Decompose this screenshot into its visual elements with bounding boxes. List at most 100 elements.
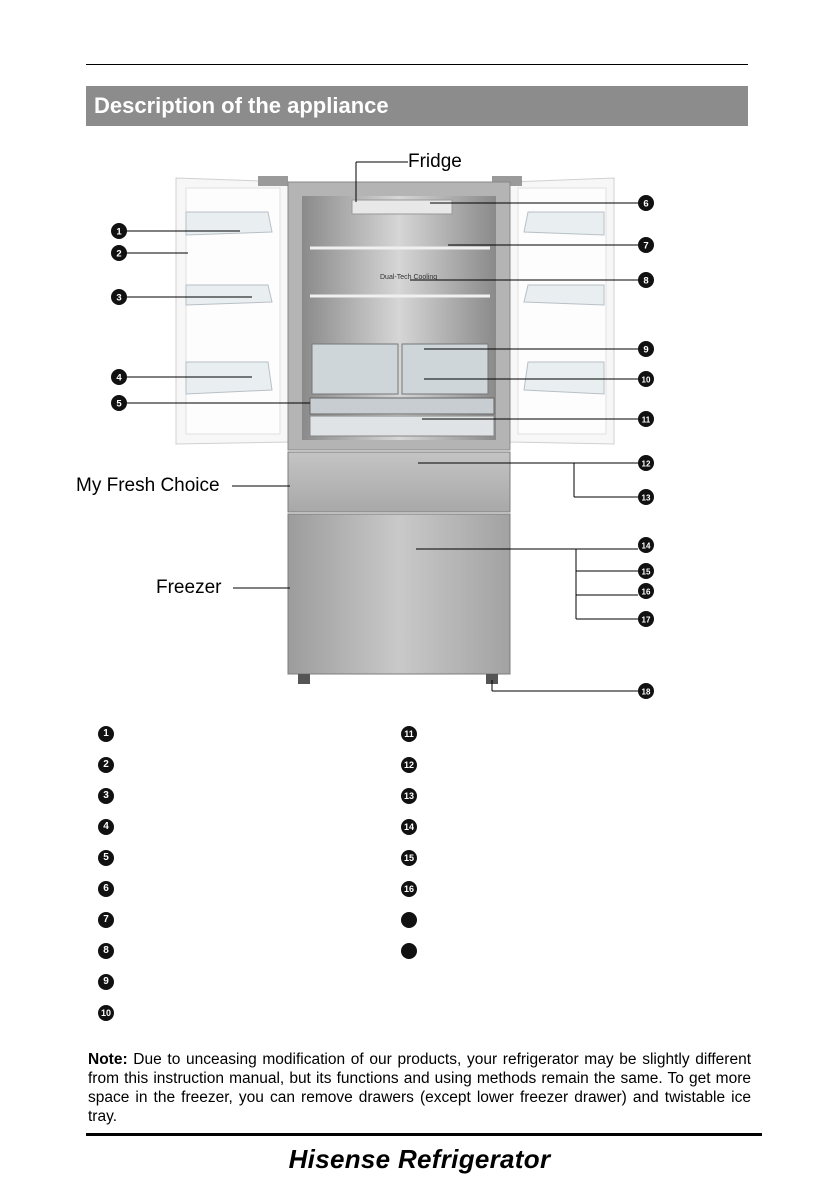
crisper-left <box>312 344 398 394</box>
callout-12: 12 <box>638 455 654 471</box>
legend-item: 11 <box>401 724 427 744</box>
svg-text:17: 17 <box>642 616 651 625</box>
section-title: Description of the appliance <box>94 93 389 118</box>
legend-number-badge: 11 <box>401 726 417 742</box>
legend-item: 5 <box>98 848 124 868</box>
callout-6: 6 <box>638 195 654 211</box>
legend-number-badge: 10 <box>98 1005 114 1021</box>
appliance-figure: Dual-Tech Cooling <box>0 140 839 715</box>
svg-text:15: 15 <box>642 568 651 577</box>
door-bin-4 <box>524 212 604 235</box>
legend-number-badge: 6 <box>98 881 114 897</box>
svg-text:16: 16 <box>642 588 651 597</box>
callout-18: 18 <box>638 683 654 699</box>
freezer-drawer <box>288 514 510 674</box>
svg-text:2: 2 <box>116 249 121 260</box>
door-bin-5 <box>524 285 604 305</box>
callout-16: 16 <box>638 583 654 599</box>
legend-item: 14 <box>401 817 427 837</box>
parts-legend: 1 2 3 4 5 6 7 8 9 10 11 12 13 14 15 16 <box>0 724 839 1024</box>
svg-text:4: 4 <box>116 373 122 384</box>
fridge-cabinet: Dual-Tech Cooling <box>288 182 510 450</box>
legend-item: 8 <box>98 941 124 961</box>
legend-item: 15 <box>401 848 427 868</box>
callout-8: 8 <box>638 272 654 288</box>
svg-text:10: 10 <box>642 376 651 385</box>
freezer-label: Freezer <box>156 577 221 599</box>
callout-9: 9 <box>638 341 654 357</box>
legend-item: 16 <box>401 879 427 899</box>
legend-number-badge: 8 <box>98 943 114 959</box>
svg-text:1: 1 <box>116 227 122 238</box>
note-label: Note: <box>88 1051 128 1068</box>
callout-1: 1 <box>111 223 127 239</box>
callout-10: 10 <box>638 371 654 387</box>
legend-number-badge: 13 <box>401 788 417 804</box>
door-bin-6 <box>524 362 604 394</box>
callout-3: 3 <box>111 289 127 305</box>
note-text: Due to unceasing modification of our pro… <box>88 1051 751 1125</box>
svg-text:5: 5 <box>116 399 122 410</box>
svg-text:14: 14 <box>642 542 651 551</box>
legend-number-badge: 5 <box>98 850 114 866</box>
legend-number-badge: 3 <box>98 788 114 804</box>
lower-shelf <box>310 398 494 414</box>
svg-text:3: 3 <box>116 293 121 304</box>
svg-text:6: 6 <box>643 199 648 210</box>
fridge-label: Fridge <box>408 151 462 173</box>
door-bin-3 <box>186 362 272 394</box>
legend-number-badge: 7 <box>98 912 114 928</box>
svg-text:8: 8 <box>643 276 648 287</box>
legend-item <box>401 910 427 930</box>
refrigerator-illustration: Dual-Tech Cooling <box>0 140 839 715</box>
legend-number-badge <box>401 943 417 959</box>
section-header: Description of the appliance <box>86 86 748 126</box>
svg-text:11: 11 <box>642 416 651 425</box>
svg-text:9: 9 <box>643 345 648 356</box>
legend-item: 1 <box>98 724 124 744</box>
crisper-right <box>402 344 488 394</box>
brand-footer: Hisense Refrigerator <box>0 1144 839 1175</box>
legend-item: 10 <box>98 1003 124 1023</box>
legend-number-badge: 16 <box>401 881 417 897</box>
svg-text:18: 18 <box>642 688 651 697</box>
top-rule <box>86 64 748 65</box>
left-hinge <box>258 176 288 186</box>
legend-number-badge: 1 <box>98 726 114 742</box>
note-paragraph: Note: Due to unceasing modification of o… <box>88 1050 751 1126</box>
legend-item: 3 <box>98 786 124 806</box>
legend-number-badge: 4 <box>98 819 114 835</box>
callout-14: 14 <box>638 537 654 553</box>
legend-item: 6 <box>98 879 124 899</box>
legend-number-badge: 15 <box>401 850 417 866</box>
legend-number-badge: 2 <box>98 757 114 773</box>
callout-5: 5 <box>111 395 127 411</box>
svg-text:7: 7 <box>643 241 648 252</box>
legend-item <box>401 941 427 961</box>
bottom-rule <box>86 1133 762 1136</box>
legend-number-badge <box>401 912 417 928</box>
door-bin-1 <box>186 212 272 235</box>
callout-7: 7 <box>638 237 654 253</box>
legend-item: 12 <box>401 755 427 775</box>
control-panel <box>352 200 452 214</box>
left-door <box>176 176 290 444</box>
legend-item: 13 <box>401 786 427 806</box>
svg-text:12: 12 <box>642 460 651 469</box>
callout-17: 17 <box>638 611 654 627</box>
left-foot <box>298 674 310 684</box>
callout-11: 11 <box>638 411 654 427</box>
legend-item: 4 <box>98 817 124 837</box>
legend-number-badge: 14 <box>401 819 417 835</box>
door-bin-2 <box>186 285 272 305</box>
svg-text:13: 13 <box>642 494 651 503</box>
callout-13: 13 <box>638 489 654 505</box>
legend-item: 2 <box>98 755 124 775</box>
legend-number-badge: 9 <box>98 974 114 990</box>
callout-15: 15 <box>638 563 654 579</box>
fresh-choice-label: My Fresh Choice <box>76 475 220 497</box>
callout-4: 4 <box>111 369 127 385</box>
legend-number-badge: 12 <box>401 757 417 773</box>
legend-item: 7 <box>98 910 124 930</box>
legend-item: 9 <box>98 972 124 992</box>
